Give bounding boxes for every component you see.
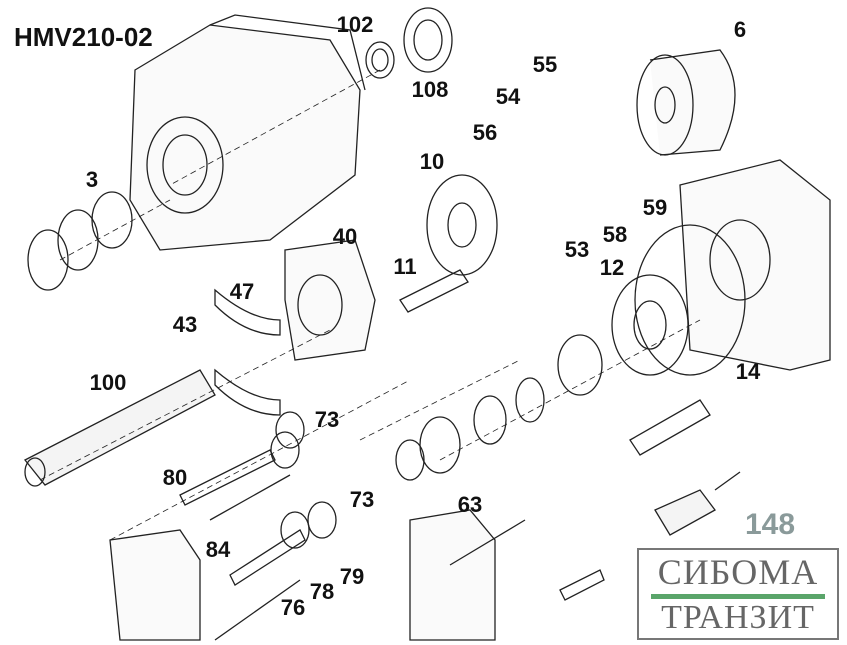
solenoid — [654, 471, 741, 536]
part-number-label: 79 — [339, 564, 365, 589]
piston-84 — [229, 501, 337, 586]
rings-3 — [27, 191, 133, 291]
part-number-label: 43 — [172, 312, 198, 337]
part-number-label: 55 — [532, 52, 558, 77]
part-number-label: 10 — [419, 149, 445, 174]
part-number-label: 80 — [162, 465, 188, 490]
housing-lower-mid — [409, 509, 496, 641]
ghost-part-label: 148 — [745, 508, 796, 541]
cylinder-block-6 — [636, 49, 736, 156]
part-number-label: 56 — [472, 120, 498, 145]
part-number-label: 47 — [229, 279, 255, 304]
pump-housing — [129, 14, 366, 251]
retainer-plate-10 — [426, 174, 498, 276]
part-number-label: 78 — [309, 579, 335, 604]
shaft-100 — [23, 369, 216, 487]
rod-76 — [209, 474, 301, 641]
end-cover — [679, 159, 831, 371]
bolt-63 — [449, 519, 526, 566]
logo-line1: СИБОМА — [657, 552, 819, 592]
swashplate-40 — [284, 239, 376, 361]
piston-80 — [179, 411, 305, 506]
small-valve — [559, 569, 605, 601]
pin-11 — [399, 269, 469, 313]
part-number-label: 40 — [332, 224, 358, 249]
bearing-102 — [365, 41, 395, 79]
spring-assembly — [395, 334, 603, 481]
part-number-label: 73 — [349, 487, 375, 512]
model-title: HMV210-02 — [14, 22, 153, 52]
part-number-label: 73 — [314, 407, 340, 432]
part-number-label: 3 — [85, 167, 99, 192]
part-number-label: 58 — [602, 222, 628, 247]
part-number-label: 108 — [411, 77, 449, 102]
part-number-label: 53 — [564, 237, 590, 262]
bearing-108 — [403, 7, 453, 73]
part-number-label: 84 — [205, 537, 231, 562]
seal-ring-14 — [634, 224, 746, 376]
leader-lines — [39, 69, 701, 541]
part-number-label: 76 — [280, 595, 306, 620]
part-number-label: 6 — [733, 17, 747, 42]
part-number-label: 54 — [495, 84, 521, 109]
piston-spool — [629, 399, 711, 456]
bearing-plates-47 — [214, 288, 281, 416]
part-number-label: 12 — [599, 255, 625, 280]
part-number-label: 63 — [457, 492, 483, 517]
housing-lower-left — [109, 529, 201, 641]
part-number-label: 59 — [642, 195, 668, 220]
logo-line2: ТРАНЗИТ — [661, 599, 815, 636]
valve-plate-12 — [611, 274, 689, 376]
part-number-label: 14 — [735, 359, 761, 384]
part-number-label: 11 — [393, 254, 417, 279]
logo-divider — [651, 594, 825, 599]
part-number-label: 100 — [89, 370, 127, 395]
part-number-label: 102 — [336, 12, 374, 37]
watermark-logo: СИБОМА ТРАНЗИТ — [637, 548, 839, 640]
